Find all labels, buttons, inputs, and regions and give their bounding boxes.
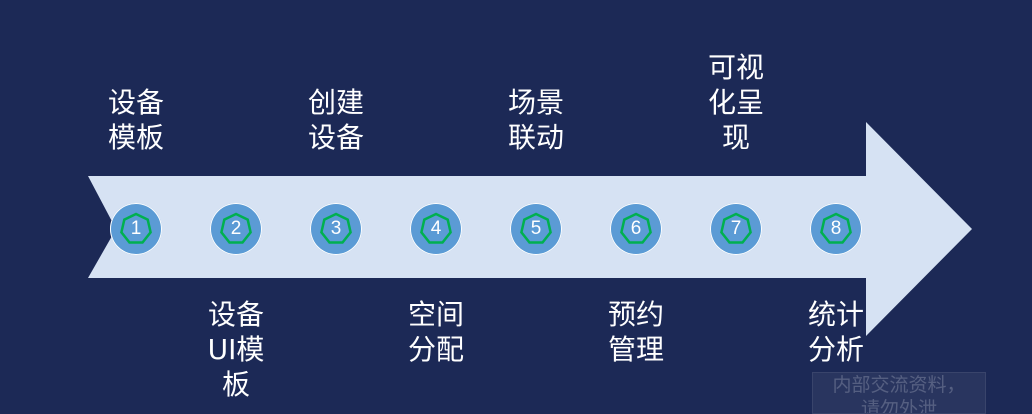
step-2-number: 2	[230, 218, 242, 239]
step-3-number: 3	[330, 218, 342, 239]
watermark-stamp: 内部交流资料， 请勿外泄	[812, 372, 986, 414]
heptagon-icon	[120, 212, 152, 244]
step-6-number: 6	[630, 218, 642, 239]
step-3-circle: 3	[310, 203, 362, 255]
step-4-number: 4	[430, 218, 442, 239]
step-7-number: 7	[730, 218, 742, 239]
heptagon-icon	[520, 212, 552, 244]
step-5-circle: 5	[510, 203, 562, 255]
step-2-label: 设备 UI模 板	[207, 298, 265, 401]
step-5-label: 场景 联动	[507, 86, 564, 154]
step-8-label: 统计 分析	[807, 298, 864, 366]
step-7-label: 可视 化呈 现	[707, 51, 764, 154]
step-1-label: 设备 模板	[107, 86, 164, 154]
heptagon-icon	[620, 212, 652, 244]
step-4-label: 空间 分配	[407, 298, 464, 366]
step-3-label: 创建 设备	[307, 86, 364, 154]
heptagon-icon	[220, 212, 252, 244]
heptagon-icon	[820, 212, 852, 244]
step-4-circle: 4	[410, 203, 462, 255]
heptagon-icon	[320, 212, 352, 244]
heptagon-icon	[720, 212, 752, 244]
step-8-circle: 8	[810, 203, 862, 255]
step-7-circle: 7	[710, 203, 762, 255]
step-2-circle: 2	[210, 203, 262, 255]
heptagon-icon	[420, 212, 452, 244]
step-1-circle: 1	[110, 203, 162, 255]
step-5-number: 5	[530, 218, 542, 239]
step-8-number: 8	[830, 218, 842, 239]
step-1-number: 1	[130, 218, 142, 239]
step-6-label: 预约 管理	[607, 298, 664, 366]
step-6-circle: 6	[610, 203, 662, 255]
